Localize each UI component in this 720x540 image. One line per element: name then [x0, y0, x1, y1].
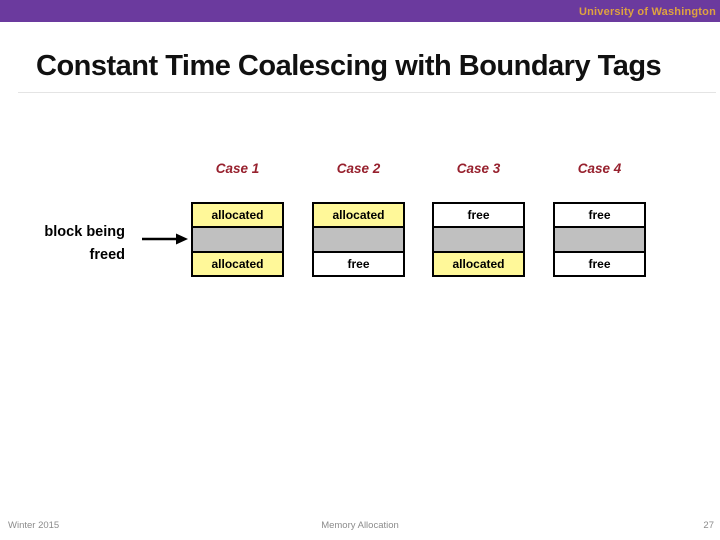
block-row: free [555, 204, 644, 227]
block-row-label: allocated [332, 208, 385, 223]
block-row: allocated [434, 250, 523, 275]
case-3-header: Case 3 [456, 161, 501, 176]
case-2-block-diagram: allocated free [312, 202, 405, 277]
block-row: free [555, 250, 644, 275]
title-divider [18, 92, 716, 93]
block-row: free [314, 250, 403, 275]
block-row-label: allocated [452, 256, 505, 271]
block-row: free [434, 204, 523, 227]
block-row-label: free [588, 208, 611, 223]
block-being-freed-line2: freed [89, 247, 125, 263]
footer-page-number: 27 [703, 520, 714, 531]
slide-title: Constant Time Coalescing with Boundary T… [36, 50, 662, 82]
block-row-label: free [347, 256, 370, 271]
case-1-header: Case 1 [215, 161, 260, 176]
block-row-label: allocated [211, 256, 264, 271]
university-banner: University of Washington [0, 0, 720, 22]
block-row-label: allocated [211, 208, 264, 223]
case-2-header: Case 2 [336, 161, 381, 176]
block-row-freed [193, 226, 282, 251]
block-row-freed [314, 226, 403, 251]
block-being-freed-label: block being freed [18, 221, 125, 267]
block-being-freed-line1: block being [44, 224, 125, 240]
block-row-label: free [467, 208, 490, 223]
case-3-block-diagram: free allocated [432, 202, 525, 277]
case-1-block-diagram: allocated allocated [191, 202, 284, 277]
block-row-freed [555, 226, 644, 251]
block-row: allocated [314, 204, 403, 227]
block-row-freed [434, 226, 523, 251]
block-row: allocated [193, 250, 282, 275]
right-arrow-icon [142, 233, 188, 245]
block-row: allocated [193, 204, 282, 227]
block-row-label: free [588, 256, 611, 271]
footer-course-topic: Memory Allocation [321, 520, 399, 531]
university-banner-text: University of Washington [578, 5, 716, 18]
case-4-block-diagram: free free [553, 202, 646, 277]
case-4-header: Case 4 [577, 161, 622, 176]
footer-term: Winter 2015 [8, 520, 60, 531]
